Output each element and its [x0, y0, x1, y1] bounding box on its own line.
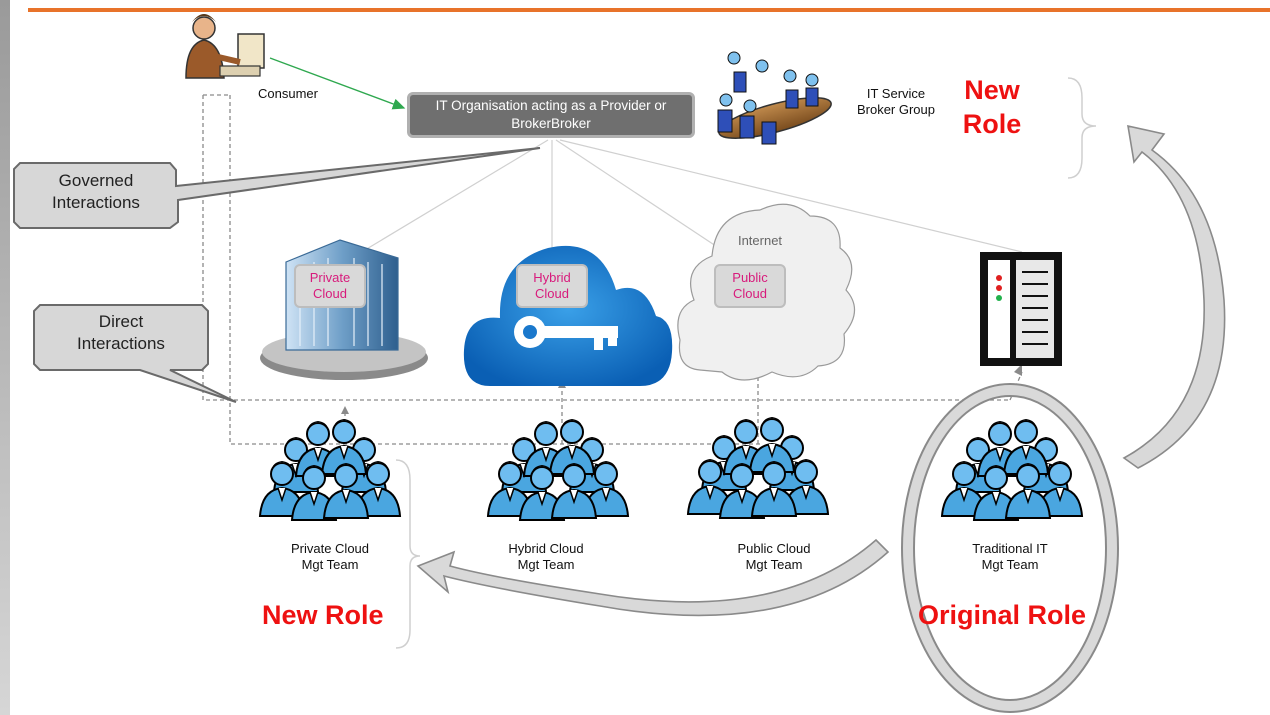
consumer-label: Consumer — [258, 86, 318, 101]
new-role-top-line1: New — [964, 75, 1020, 105]
broker-group-line1: IT Service — [866, 86, 926, 101]
direct-interactions-callout — [33, 304, 237, 403]
governed-interactions-text: Governed Interactions — [18, 170, 174, 214]
role-transition-arrow-top — [1122, 124, 1226, 469]
governed-interactions-callout — [13, 147, 541, 229]
internet-label: Internet — [737, 233, 783, 248]
team-people-icon — [942, 419, 1082, 520]
provider-broker-box: IT Organisation acting as a Provider or … — [407, 92, 695, 138]
consumer-to-provider-arrow — [269, 57, 406, 110]
building-icon — [260, 239, 428, 380]
cloud-key-icon — [463, 245, 673, 386]
new-role-bracket — [1067, 77, 1097, 179]
top-accent-rule — [28, 8, 1270, 12]
direct-line2: Interactions — [77, 334, 165, 354]
new-role-bottom-label: New Role — [262, 600, 384, 630]
dashed-arrowheads — [341, 364, 1022, 414]
hybrid-team-line1: Hybrid Cloud — [508, 541, 584, 556]
new-role-top-label: New Role — [952, 74, 1032, 142]
team-bracket — [395, 459, 421, 649]
public-cloud-line2: Cloud — [733, 286, 767, 301]
original-role-label: Original Role — [918, 600, 1087, 630]
private-cloud-line1: Private — [309, 270, 351, 286]
public-cloud-line1: Public — [732, 270, 768, 286]
private-team-line2: Mgt Team — [301, 556, 359, 572]
private-cloud-line2: Cloud — [313, 286, 347, 301]
governed-line2: Interactions — [52, 193, 140, 213]
team-people-icon — [688, 417, 828, 518]
hybrid-team-line2: Mgt Team — [517, 556, 575, 572]
left-edge-strip — [0, 0, 10, 715]
governed-line1: Governed — [58, 171, 134, 190]
direct-interactions-text: Direct Interactions — [36, 311, 206, 355]
public-team-line2: Mgt Team — [745, 556, 803, 572]
consumer-person-icon — [185, 14, 265, 79]
meeting-table-icon — [717, 51, 832, 145]
hybrid-cloud-line1: Hybrid — [533, 270, 571, 286]
traditional-team-line1: Traditional IT — [972, 541, 1048, 556]
hybrid-cloud-line2: Cloud — [535, 286, 569, 301]
broker-group-label: IT Service Broker Group — [846, 86, 946, 117]
new-role-top-line2: Role — [962, 108, 1022, 139]
traditional-team-line2: Mgt Team — [981, 556, 1039, 572]
team-people-icon — [488, 419, 628, 520]
public-team-line1: Public Cloud — [737, 541, 811, 556]
provider-box-line2: BrokerBroker — [511, 116, 591, 131]
server-rack-icon — [980, 252, 1062, 366]
private-team-line1: Private Cloud — [290, 541, 370, 556]
role-transition-arrow-bottom — [416, 538, 890, 617]
broker-group-line2: Broker Group — [856, 101, 936, 117]
governed-connector-lines — [344, 139, 1023, 263]
provider-box-line1: IT Organisation acting as a Provider or — [435, 98, 667, 114]
direct-line1: Direct — [98, 312, 144, 331]
team-people-icon — [260, 419, 400, 520]
